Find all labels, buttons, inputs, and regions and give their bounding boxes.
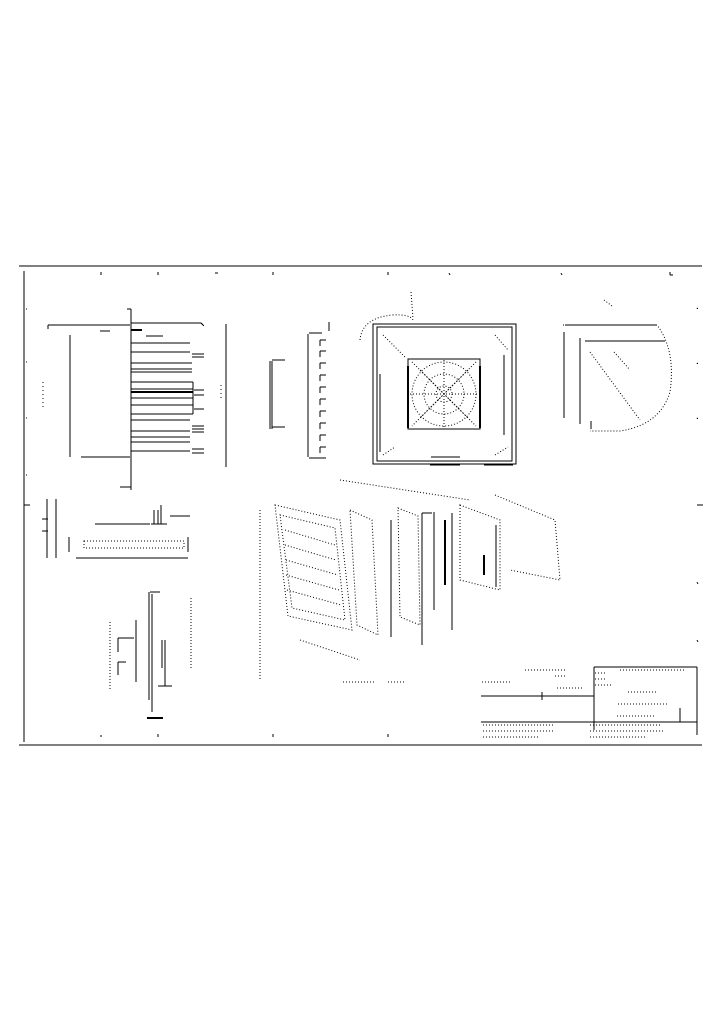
fan-pattern (410, 360, 478, 428)
section-view (42, 499, 190, 559)
exploded-view (259, 479, 561, 680)
sheet-frame (19, 265, 703, 746)
section-view-2 (109, 591, 192, 719)
detail-view (563, 299, 672, 432)
profile-fins (319, 339, 326, 453)
front-view (359, 291, 517, 466)
side-view (42, 308, 227, 490)
title-block (481, 666, 698, 738)
profile-view (269, 322, 330, 459)
